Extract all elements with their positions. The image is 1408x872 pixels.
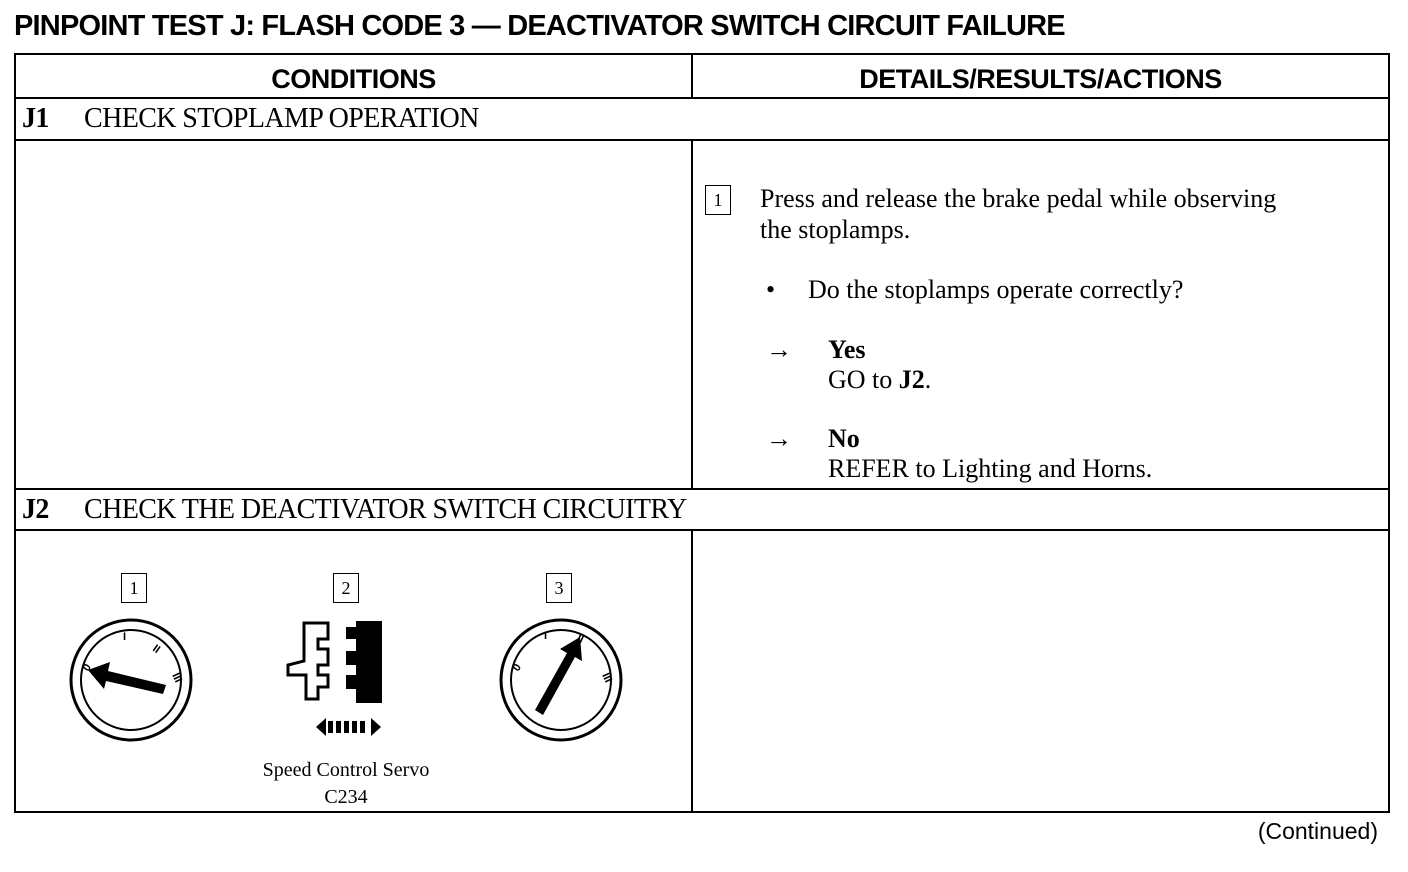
divider — [16, 488, 1388, 490]
result-yes-action: GO to J2. — [828, 365, 931, 395]
figure-label-1: 1 — [121, 573, 147, 603]
action-number-box: 1 — [705, 185, 731, 215]
figure-label-2: 2 — [333, 573, 359, 603]
caption-line: C234 — [324, 786, 368, 808]
double-arrow-icon — [316, 718, 381, 736]
dial-mark: I — [123, 631, 126, 643]
figure-label-3: 3 — [546, 573, 572, 603]
divider — [691, 139, 693, 489]
dial-mark: 0 — [511, 662, 524, 674]
arrow-icon: → — [766, 424, 792, 453]
divider — [691, 55, 693, 98]
action-text: the stoplamps. — [760, 215, 911, 244]
divider — [16, 529, 1388, 531]
action-suffix: . — [924, 365, 932, 394]
step-title-j2: J2 CHECK THE DEACTIVATOR SWITCH CIRCUITRY — [22, 491, 687, 529]
page-title: PINPOINT TEST J: FLASH CODE 3 — DEACTIVA… — [14, 10, 1066, 42]
step-id: J2 — [22, 494, 49, 525]
step-id: J1 — [22, 103, 49, 134]
dial-mark: 0 — [81, 662, 94, 674]
question-text: Do the stoplamps operate correctly? — [808, 275, 1184, 304]
divider — [691, 529, 693, 813]
result-no-label: No — [828, 424, 860, 453]
step-title-j1: J1 CHECK STOPLAMP OPERATION — [22, 100, 479, 138]
divider — [16, 139, 1388, 141]
dial-mark: II — [150, 643, 162, 656]
figure-caption: Speed Control Servo C234 — [211, 757, 481, 811]
action-text: Press and release the brake pedal while … — [760, 184, 1277, 213]
divider — [16, 97, 1388, 99]
continued-note: (Continued) — [1257, 818, 1378, 844]
bullet: • — [766, 275, 776, 304]
action-prefix: GO to — [828, 365, 899, 394]
step-title-text: CHECK THE DEACTIVATOR SWITCH CIRCUITRY — [84, 494, 687, 525]
step-title-text: CHECK STOPLAMP OPERATION — [84, 103, 479, 134]
caption-line: Speed Control Servo — [262, 759, 430, 781]
goto-target: J2 — [898, 365, 925, 394]
conditions-header: CONDITIONS — [271, 64, 436, 94]
result-no-action: REFER to Lighting and Horns. — [828, 454, 1153, 483]
ignition-dial-run-icon: 0 I II III — [499, 618, 623, 742]
result-yes-label: Yes — [828, 335, 866, 364]
ignition-dial-off-icon: 0 I II III — [69, 618, 193, 742]
servo-connector-icon — [286, 621, 382, 736]
dial-mark: I — [544, 630, 547, 642]
details-header: DETAILS/RESULTS/ACTIONS — [859, 64, 1222, 94]
arrow-icon: → — [766, 335, 792, 364]
